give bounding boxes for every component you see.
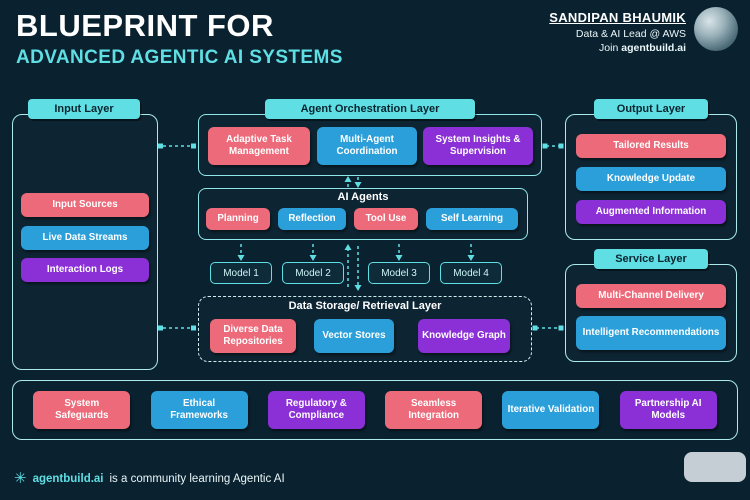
regulatory-compliance-node: Regulatory & Compliance (267, 391, 365, 429)
data-repositories-node: Diverse Data Repositories (210, 319, 296, 353)
self-learning-node: Self Learning (426, 208, 518, 230)
output-layer-header: Output Layer (594, 99, 708, 119)
author-role: Data & AI Lead @ AWS (575, 28, 686, 40)
footer: ✳ agentbuild.ai is a community learning … (14, 471, 285, 486)
tailored-results-node: Tailored Results (576, 134, 726, 158)
foundation-panel: System Safeguards Ethical Frameworks Reg… (12, 380, 738, 440)
partnership-ai-models-node: Partnership AI Models (619, 391, 717, 429)
main-title-line1: BLUEPRINT FOR (16, 8, 274, 43)
main-title-line2: ADVANCED AGENTIC AI SYSTEMS (16, 47, 343, 68)
avatar (694, 7, 738, 51)
author-join: Join agentbuild.ai (549, 42, 686, 54)
intelligent-recommendations-node: Intelligent Recommendations (576, 316, 726, 350)
system-safeguards-node: System Safeguards (33, 391, 131, 429)
seamless-integration-node: Seamless Integration (385, 391, 483, 429)
model-3-node: Model 3 (368, 262, 430, 284)
model-4-node: Model 4 (440, 262, 502, 284)
live-data-streams-node: Live Data Streams (21, 226, 149, 250)
interaction-logs-node: Interaction Logs (21, 258, 149, 282)
input-sources-node: Input Sources (21, 193, 149, 217)
author-name: SANDIPAN BHAUMIK (549, 10, 686, 25)
tool-use-node: Tool Use (354, 208, 418, 230)
orchestration-layer-header: Agent Orchestration Layer (265, 99, 475, 119)
iterative-validation-node: Iterative Validation (502, 391, 600, 429)
ai-agents-title: AI Agents (337, 191, 389, 203)
ai-agents-panel (198, 188, 528, 240)
ethical-frameworks-node: Ethical Frameworks (150, 391, 248, 429)
system-insights-node: System Insights & Supervision (423, 127, 533, 165)
planning-node: Planning (206, 208, 270, 230)
author-block: SANDIPAN BHAUMIK Data & AI Lead @ AWS Jo… (549, 10, 686, 54)
knowledge-update-node: Knowledge Update (576, 167, 726, 191)
storage-panel (198, 296, 532, 362)
augmented-information-node: Augmented Information (576, 200, 726, 224)
adaptive-task-node: Adaptive Task Management (208, 127, 310, 165)
footer-tagline: is a community learning Agentic AI (109, 472, 285, 485)
watermark (684, 452, 746, 482)
vector-stores-node: Vector Stores (314, 319, 394, 353)
model-2-node: Model 2 (282, 262, 344, 284)
footer-brand: agentbuild.ai (32, 472, 104, 485)
join-prefix: Join (599, 42, 622, 54)
input-layer-header: Input Layer (28, 99, 140, 119)
service-layer-header: Service Layer (594, 249, 708, 269)
multi-agent-node: Multi-Agent Coordination (317, 127, 417, 165)
storage-title: Data Storage/ Retrieval Layer (288, 300, 442, 312)
join-brand: agentbuild.ai (621, 42, 686, 54)
model-1-node: Model 1 (210, 262, 272, 284)
multi-channel-delivery-node: Multi-Channel Delivery (576, 284, 726, 308)
agentbuild-logo-icon: ✳ (14, 470, 27, 487)
reflection-node: Reflection (278, 208, 346, 230)
knowledge-graph-node: Knowledge Graph (418, 319, 510, 353)
